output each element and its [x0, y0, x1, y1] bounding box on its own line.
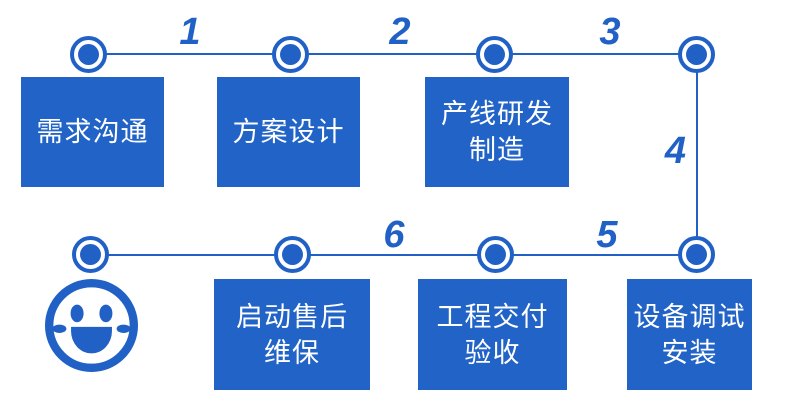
stage-box-project-delivery-acceptance: 工程交付 验收: [418, 279, 567, 390]
timeline-node-top-4: [678, 36, 715, 73]
timeline-node-bottom-2: [274, 236, 311, 273]
smiley-icon: [45, 279, 138, 372]
stage-label: 启动售后 维保: [236, 301, 348, 368]
stage-label: 设备调试 安装: [633, 301, 746, 368]
stage-box-requirement-communication: 需求沟通: [21, 77, 164, 187]
stage-label: 产线研发 制造: [441, 99, 553, 165]
stage-label: 方案设计: [232, 117, 345, 147]
stage-box-equipment-installation: 设备调试 安装: [627, 279, 752, 390]
timeline-node-top-1: [70, 36, 107, 73]
stage-box-aftersales-maintenance: 启动售后 维保: [214, 279, 370, 390]
step-number-6: 6: [383, 214, 405, 256]
timeline-node-bottom-1: [72, 236, 109, 273]
timeline-node-top-3: [476, 36, 513, 73]
step-number-4: 4: [664, 130, 686, 172]
stage-label: 工程交付 验收: [436, 301, 549, 368]
timeline-node-bottom-4: [678, 236, 715, 273]
bottom-connector-line: [90, 254, 697, 256]
step-number-3: 3: [599, 11, 621, 53]
step-number-1: 1: [179, 11, 201, 53]
stage-box-production-rd-manufacturing: 产线研发 制造: [425, 77, 569, 187]
timeline-node-bottom-3: [477, 236, 514, 273]
top-connector-line: [89, 53, 697, 55]
right-connector-line: [696, 54, 698, 256]
step-number-5: 5: [596, 214, 618, 256]
stage-label: 需求沟通: [36, 117, 149, 147]
timeline-node-top-2: [272, 36, 309, 73]
stage-box-solution-design: 方案设计: [217, 77, 360, 187]
step-number-2: 2: [389, 11, 411, 53]
